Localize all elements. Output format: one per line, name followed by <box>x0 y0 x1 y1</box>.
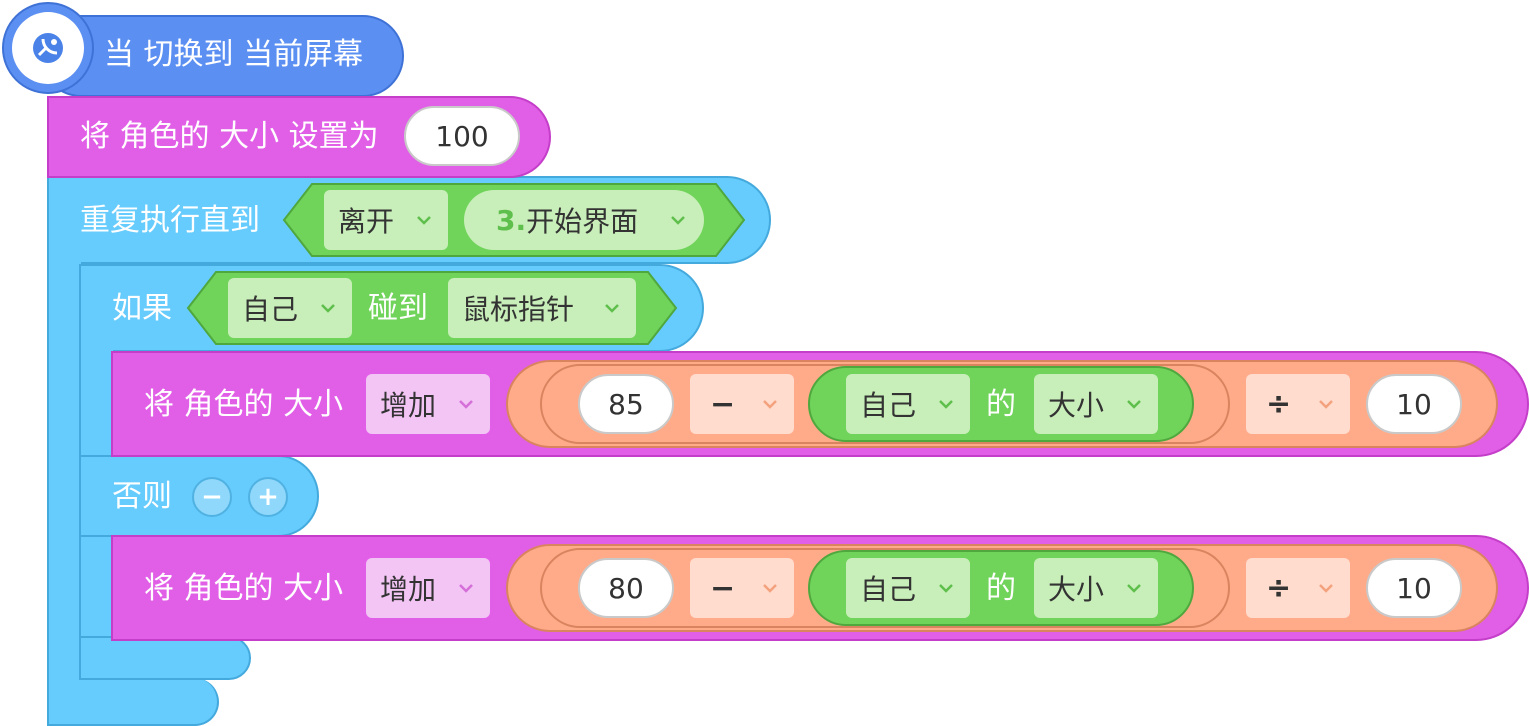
repeat-until-label: 重复执行直到 <box>80 203 260 238</box>
else-label: 否则 <box>112 479 172 514</box>
chevron-down-icon <box>1319 584 1333 593</box>
attr-2-of-label: 的 <box>986 571 1016 606</box>
chevron-down-icon <box>459 400 473 409</box>
change-size-1-mode-label: 增加 <box>380 389 437 422</box>
touching-label: 碰到 <box>368 291 428 326</box>
chevron-down-icon <box>763 584 777 593</box>
repeat-until-bottom <box>47 678 219 726</box>
chevron-down-icon <box>605 304 619 313</box>
attr-1-attribute-label: 大小 <box>1048 389 1105 422</box>
repeat-dropdown-leave[interactable]: 离开 <box>324 190 448 250</box>
change-size-1-label: 将 角色的 大小 <box>144 387 344 422</box>
chevron-down-icon <box>763 400 777 409</box>
subtract-1-op-dropdown[interactable]: − <box>690 374 794 434</box>
chevron-down-icon <box>459 584 473 593</box>
chevron-down-icon <box>939 400 953 409</box>
if-target-dropdown[interactable]: 鼠标指针 <box>448 278 636 338</box>
if-bottom <box>79 636 251 680</box>
divide-2-op-label: ÷ <box>1266 570 1292 606</box>
chevron-down-icon <box>417 216 431 225</box>
divide-2-right-input[interactable]: 10 <box>1366 558 1462 618</box>
minus-icon: − <box>201 482 223 512</box>
if-label: 如果 <box>112 291 172 326</box>
attr-1-sprite-dropdown[interactable]: 自己 <box>846 374 970 434</box>
subtract-2-left-input[interactable]: 80 <box>578 558 674 618</box>
subtract-2-op-label: − <box>710 570 736 606</box>
subtract-2-op-dropdown[interactable]: − <box>690 558 794 618</box>
set-size-label: 将 角色的 大小 设置为 <box>80 119 379 154</box>
if-target-label: 鼠标指针 <box>462 293 575 326</box>
if-sprite-label: 自己 <box>242 293 299 326</box>
if-sprite-dropdown[interactable]: 自己 <box>228 278 352 338</box>
plus-icon: + <box>257 482 279 512</box>
subtract-1-op-label: − <box>710 386 736 422</box>
attr-1-attribute-dropdown[interactable]: 大小 <box>1034 374 1158 434</box>
chevron-down-icon <box>1319 400 1333 409</box>
attr-1-sprite-label: 自己 <box>860 389 917 422</box>
attr-2-sprite-label: 自己 <box>860 573 917 606</box>
divide-1-right-input[interactable]: 10 <box>1366 374 1462 434</box>
change-size-2-label: 将 角色的 大小 <box>144 571 344 606</box>
chevron-down-icon <box>1127 584 1141 593</box>
repeat-until-left-bar <box>47 260 81 720</box>
attr-1-of-label: 的 <box>986 387 1016 422</box>
else-remove-button[interactable]: − <box>192 477 232 517</box>
hat-label: 当 切换到 当前屏幕 <box>104 37 364 72</box>
screen-name: 开始界面 <box>526 205 639 238</box>
screen-number: 3. <box>496 203 527 237</box>
attr-2-attribute-label: 大小 <box>1048 573 1105 606</box>
else-add-button[interactable]: + <box>248 477 288 517</box>
divide-1-op-label: ÷ <box>1266 386 1292 422</box>
satellite-dish-icon <box>12 12 84 84</box>
repeat-dropdown-screen[interactable]: 3. 开始界面 <box>464 190 704 250</box>
divide-1-op-dropdown[interactable]: ÷ <box>1246 374 1350 434</box>
divide-2-op-dropdown[interactable]: ÷ <box>1246 558 1350 618</box>
chevron-down-icon <box>671 216 685 225</box>
chevron-down-icon <box>1127 400 1141 409</box>
change-size-2-mode-label: 增加 <box>380 573 437 606</box>
subtract-1-left-input[interactable]: 85 <box>578 374 674 434</box>
chevron-down-icon <box>939 584 953 593</box>
change-size-2-mode-dropdown[interactable]: 增加 <box>366 558 490 618</box>
chevron-down-icon <box>321 304 335 313</box>
attr-2-sprite-dropdown[interactable]: 自己 <box>846 558 970 618</box>
repeat-dropdown-leave-label: 离开 <box>338 205 395 238</box>
set-size-value-input[interactable]: 100 <box>404 106 520 166</box>
attr-2-attribute-dropdown[interactable]: 大小 <box>1034 558 1158 618</box>
change-size-1-mode-dropdown[interactable]: 增加 <box>366 374 490 434</box>
